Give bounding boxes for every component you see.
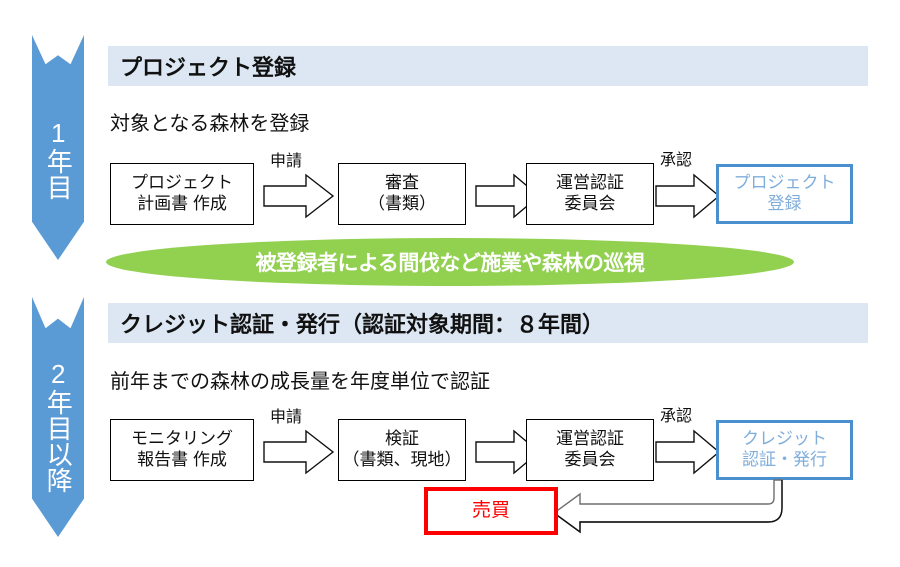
step-box-verification-label: 検証 （書類、現地） [342, 429, 462, 469]
step-box-cert-committee-2[interactable]: 運営認証 委員会 [526, 419, 654, 481]
timeline-marker-year-2-onward: 2年目以降 [32, 297, 84, 537]
step-box-project-registered-label: プロジェクト 登録 [733, 173, 836, 213]
trade-box-label: 売買 [471, 500, 510, 522]
arrow-label-approval-1: 承認 [660, 152, 693, 169]
step-box-verification[interactable]: 検証 （書類、現地） [338, 419, 466, 481]
step-box-project-registered[interactable]: プロジェクト 登録 [716, 164, 853, 224]
banner-forest-management-label: 被登録者による間伐など施業や森林の巡視 [255, 252, 645, 275]
step-box-cert-committee-1-label: 運営認証 委員会 [556, 173, 624, 213]
step-box-credit-issued-label: クレジット 認証・発行 [742, 429, 827, 469]
timeline-marker-year-1: 1年目 [32, 35, 84, 260]
trade-box[interactable]: 売買 [424, 487, 558, 535]
section-header-project-registration-label: プロジェクト登録 [120, 55, 297, 80]
section-subtitle-credit-certification: 前年までの森林の成長量を年度単位で認証 [110, 371, 490, 393]
section-header-credit-certification: クレジット認証・発行（認証対象期間：８年間） [108, 303, 868, 343]
block-arrow-approve-1 [655, 173, 721, 219]
block-arrow-apply-2 [263, 429, 335, 475]
banner-forest-management: 被登録者による間伐など施業や森林の巡視 [106, 238, 794, 286]
step-box-cert-committee-1[interactable]: 運営認証 委員会 [526, 163, 654, 225]
step-box-credit-issued[interactable]: クレジット 認証・発行 [716, 420, 853, 480]
step-box-cert-committee-2-label: 運営認証 委員会 [556, 429, 624, 469]
arrow-label-approval-2: 承認 [660, 408, 693, 425]
section-header-project-registration: プロジェクト登録 [108, 46, 868, 86]
block-arrow-apply-1 [263, 173, 335, 219]
step-box-plan-doc[interactable]: プロジェクト 計画書 作成 [110, 163, 254, 225]
block-arrow-approve-2 [655, 429, 721, 475]
arrow-label-application-2: 申請 [270, 409, 303, 426]
step-box-monitoring-report-label: モニタリング 報告書 作成 [131, 429, 233, 469]
section-subtitle-project-registration: 対象となる森林を登録 [110, 113, 310, 135]
arrow-label-application-1: 申請 [270, 153, 303, 170]
step-box-screening-label: 審査 （書類） [368, 173, 436, 213]
step-box-plan-doc-label: プロジェクト 計画書 作成 [131, 173, 233, 213]
timeline-marker-year-1-label: 1年目 [43, 117, 74, 200]
step-box-monitoring-report[interactable]: モニタリング 報告書 作成 [110, 419, 254, 481]
step-box-screening[interactable]: 審査 （書類） [338, 163, 466, 225]
section-header-credit-certification-label: クレジット認証・発行（認証対象期間：８年間） [120, 312, 605, 337]
curve-arrow-credit-to-trade [552, 479, 783, 534]
timeline-marker-year-2-onward-label: 2年目以降 [43, 359, 74, 493]
